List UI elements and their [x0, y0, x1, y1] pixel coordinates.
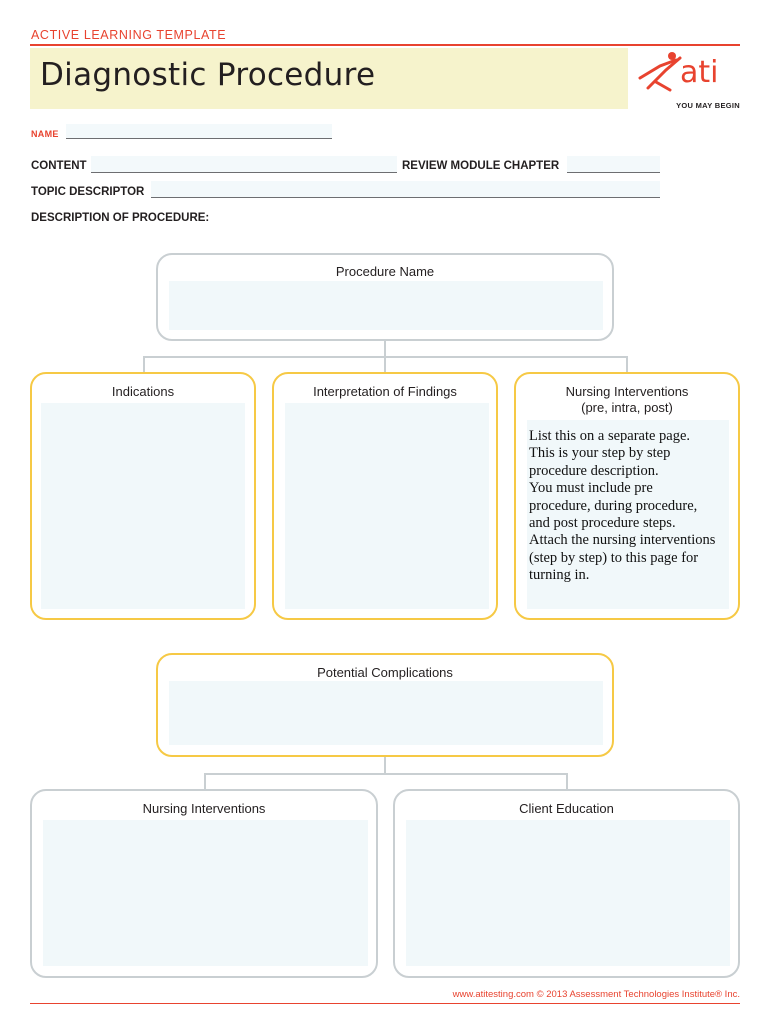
instruction-line: List this on a separate page.: [529, 428, 691, 444]
page-title: Diagnostic Procedure: [40, 57, 376, 93]
potential-complications-title: Potential Complications: [317, 665, 453, 680]
potential-complications-input[interactable]: [169, 681, 603, 745]
connector-line: [204, 773, 206, 790]
nursing-interventions-subtitle: (pre, intra, post): [581, 400, 673, 415]
client-education-input[interactable]: [406, 820, 730, 966]
review-module-field[interactable]: [567, 156, 660, 173]
nursing-interventions-bottom-title: Nursing Interventions: [142, 801, 266, 816]
client-education-title: Client Education: [519, 801, 614, 816]
name-label: NAME: [31, 129, 59, 139]
instruction-line: This is your step by step: [529, 445, 671, 462]
interpretation-title: Interpretation of Findings: [313, 384, 457, 399]
instruction-line: procedure description.: [529, 462, 659, 479]
logo-tagline: YOU MAY BEGIN: [676, 101, 740, 110]
review-module-label: REVIEW MODULE CHAPTER: [402, 160, 560, 172]
nursing-interventions-bottom-input[interactable]: [43, 820, 368, 966]
instruction-line: You must include pre: [529, 480, 653, 497]
footer-text: www.atitesting.com © 2013 Assessment Tec…: [452, 989, 740, 1000]
interpretation-box: Interpretation of Findings: [272, 372, 498, 620]
procedure-name-box: Procedure Name: [156, 253, 614, 341]
procedure-name-title: Procedure Name: [335, 264, 435, 279]
content-field[interactable]: [91, 156, 397, 173]
nursing-interventions-title: Nursing Interventions: [565, 384, 689, 399]
nursing-interventions-bottom-box: Nursing Interventions: [30, 789, 378, 978]
indications-input[interactable]: [41, 403, 245, 609]
topic-descriptor-field[interactable]: [151, 181, 660, 198]
potential-complications-box: Potential Complications: [156, 653, 614, 757]
template-label: ACTIVE LEARNING TEMPLATE: [31, 28, 227, 42]
instruction-line: turning in.: [529, 567, 590, 584]
instruction-line: (step by step) to this page for: [529, 549, 699, 566]
nursing-interventions-input[interactable]: [527, 420, 729, 609]
connector-line: [143, 356, 145, 373]
description-label: DESCRIPTION OF PROCEDURE:: [31, 212, 210, 224]
connector-line: [384, 341, 386, 357]
interpretation-input[interactable]: [285, 403, 489, 609]
topic-descriptor-label: TOPIC DESCRIPTOR: [31, 186, 145, 198]
instruction-line: and post procedure steps.: [529, 515, 676, 532]
title-band: [30, 48, 628, 109]
procedure-name-input[interactable]: [169, 281, 603, 330]
instruction-line: Attach the nursing interventions: [529, 532, 716, 549]
nursing-interventions-box: Nursing Interventions (pre, intra, post)…: [514, 372, 740, 620]
indications-box: Indications: [30, 372, 256, 620]
ati-logo: [634, 48, 740, 112]
instruction-line: procedure, during procedure,: [529, 497, 698, 514]
header-rule: [30, 44, 740, 46]
connector-line: [204, 773, 568, 775]
logo-wordmark: ati: [680, 55, 719, 90]
connector-line: [384, 356, 386, 373]
instruction-note: List this on a separate page.This is you…: [529, 428, 739, 585]
content-label: CONTENT: [31, 160, 87, 172]
ati-figure-logo-icon: [638, 52, 682, 92]
footer-rule: [30, 1003, 740, 1004]
indications-title: Indications: [111, 384, 175, 399]
connector-line: [384, 757, 386, 774]
client-education-box: Client Education: [393, 789, 740, 978]
connector-line: [566, 773, 568, 790]
name-field[interactable]: [66, 124, 332, 139]
connector-line: [626, 356, 628, 373]
